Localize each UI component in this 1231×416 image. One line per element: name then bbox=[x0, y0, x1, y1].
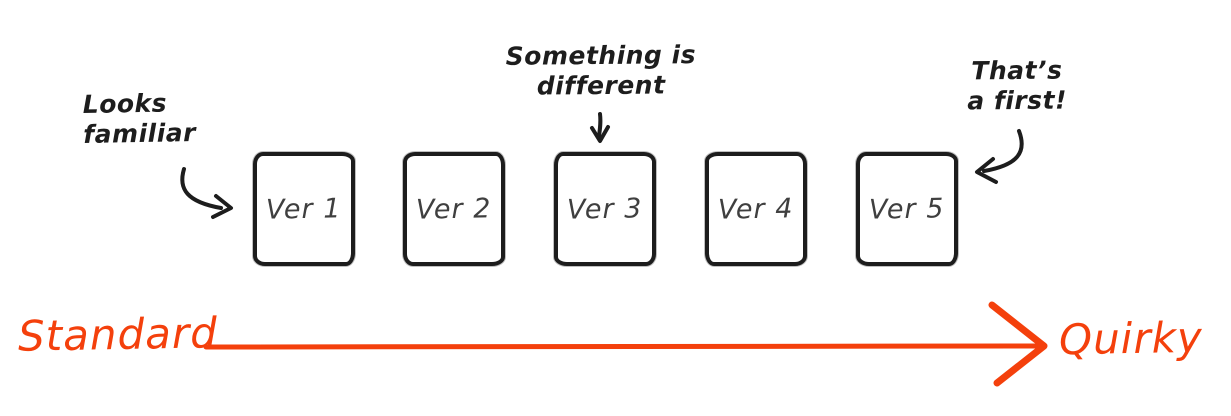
version-box-4-label: Ver 4 bbox=[718, 192, 794, 226]
annotation-thats-a-first: That’s a first! bbox=[967, 55, 1068, 115]
version-box-5: Ver 5 bbox=[856, 152, 958, 266]
version-box-3: Ver 3 bbox=[554, 152, 656, 266]
annotation-something-different: Something is different bbox=[505, 40, 697, 101]
annotation-looks-familiar: Looks familiar bbox=[82, 88, 197, 149]
version-box-1: Ver 1 bbox=[253, 152, 355, 266]
version-box-4: Ver 4 bbox=[705, 152, 807, 266]
axis-label-quirky: Quirky bbox=[1058, 312, 1204, 365]
version-box-2-label: Ver 2 bbox=[416, 192, 492, 226]
axis-label-standard: Standard bbox=[17, 308, 219, 361]
axis-arrow-icon bbox=[203, 301, 1048, 387]
version-box-2: Ver 2 bbox=[403, 152, 505, 266]
version-box-5-label: Ver 5 bbox=[869, 192, 945, 226]
version-box-3-label: Ver 3 bbox=[567, 192, 643, 226]
version-box-1-label: Ver 1 bbox=[266, 192, 342, 226]
curved-arrow-to-ver1-icon bbox=[180, 167, 233, 219]
curved-arrow-to-ver5-icon bbox=[975, 129, 1024, 184]
down-arrow-to-ver3-icon bbox=[590, 112, 610, 143]
